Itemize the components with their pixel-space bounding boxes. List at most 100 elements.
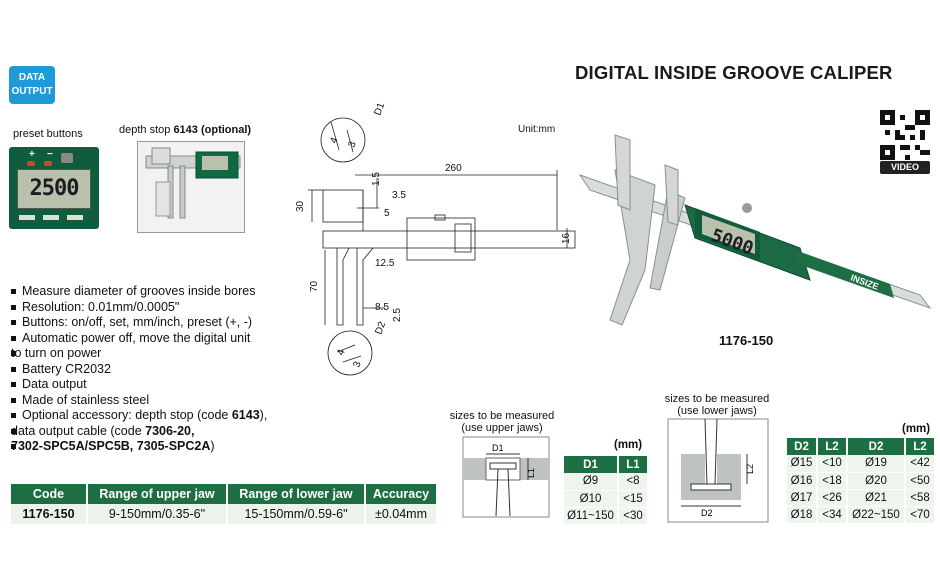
table-row: 1176-150 9-150mm/0.35-6" 15-150mm/0.59-6… <box>11 504 438 524</box>
table-cell: Ø15 <box>787 455 818 473</box>
lower-jaws-title-line1: sizes to be measured <box>664 393 770 405</box>
depth-stop-suffix: (optional) <box>197 124 252 136</box>
accessory-end: ) <box>210 439 215 453</box>
table-cell: Ø21 <box>847 489 906 507</box>
table-cell: <8 <box>618 473 649 491</box>
product-model-label: 1176-150 <box>719 333 774 348</box>
upper-mm-label: (mm) <box>614 439 643 451</box>
upper-jaws-title: sizes to be measured (use upper jaws) <box>443 410 561 434</box>
feature-item: Resolution: 0.01mm/0.0005" <box>11 300 267 316</box>
caliper-product-photo: 5000 INSIZE <box>578 134 932 326</box>
badge-line1: DATA <box>18 72 46 83</box>
table-cell: <15 <box>618 490 649 508</box>
spec-cell-lower-jaw: 15-150mm/0.59-6" <box>227 504 366 524</box>
dim-d1-label: D1 <box>372 101 387 117</box>
lower-header-d2: D2 <box>847 438 906 455</box>
dim-3-5-label: 3.5 <box>392 190 406 201</box>
spec-cell-accuracy: ±0.04mm <box>365 504 438 524</box>
badge-line2: OUTPUT <box>11 86 53 97</box>
lower-d2-label: D2 <box>701 508 713 518</box>
lower-jaws-diagram: D2 L2 <box>667 418 769 523</box>
table-cell: Ø17 <box>787 489 818 507</box>
table-cell: <42 <box>905 455 936 473</box>
table-row: Ø9<8 <box>564 473 649 491</box>
table-cell: Ø22~150 <box>847 506 906 524</box>
accessory-line2-prefix: data output cable (code <box>11 423 146 438</box>
upper-header-d1: D1 <box>564 456 619 473</box>
table-cell: Ø9 <box>564 473 619 491</box>
preset-plus-button <box>27 161 35 166</box>
unit-label: Unit:mm <box>518 124 556 135</box>
page-title: DIGITAL INSIDE GROOVE CALIPER <box>575 62 893 83</box>
preset-lcd-value: 2500 <box>17 169 91 209</box>
feature-item: Data output <box>11 377 267 393</box>
feature-item: Automatic power off, move the digital un… <box>11 331 267 347</box>
feature-item-continuation: data output cable (code 7306-20, <box>11 424 267 440</box>
dim-4-bottom-label: 4 <box>335 348 347 357</box>
dim-2-5-label: 2.5 <box>392 308 403 322</box>
dim-d2-label: D2 <box>373 320 388 336</box>
dim-1-5-label: 1.5 <box>371 172 382 186</box>
table-cell: Ø18 <box>787 506 818 524</box>
table-cell: <34 <box>817 506 848 524</box>
table-cell: <50 <box>905 472 936 490</box>
qr-code-icon <box>880 110 930 160</box>
dim-70-label: 70 <box>309 280 320 292</box>
dim-3-top-label: 3 <box>346 140 358 149</box>
depth-stop-illustration <box>145 147 241 219</box>
spec-header-code: Code <box>11 484 88 504</box>
upper-jaws-diagram: D1 L1 <box>462 436 550 518</box>
spec-header-lower-jaw: Range of lower jaw <box>227 484 366 504</box>
dim-5-label: 5 <box>384 208 390 219</box>
dim-4-top-label: 4 <box>328 136 340 145</box>
accessory-code-depth-stop: 6143 <box>231 408 260 422</box>
table-cell: <18 <box>817 472 848 490</box>
upper-d1-label: D1 <box>492 443 504 453</box>
table-cell: Ø10 <box>564 490 619 508</box>
dim-30-label: 30 <box>295 200 306 212</box>
dim-8-5-label: 8.5 <box>375 302 389 313</box>
upper-l1-label: L1 <box>526 468 536 478</box>
lower-header-l2: L2 <box>905 438 936 455</box>
depth-stop-code: 6143 <box>173 124 198 136</box>
preset-display-photo: + − 2500 <box>9 147 99 229</box>
spec-cell-upper-jaw: 9-150mm/0.35-6" <box>87 504 228 524</box>
upper-jaws-title-line1: sizes to be measured <box>449 410 555 422</box>
accessory-code-cable: 7306-20, <box>145 423 195 438</box>
lcd-button-icon <box>19 215 35 220</box>
spec-header-upper-jaw: Range of upper jaw <box>87 484 228 504</box>
lower-header-d2: D2 <box>787 438 818 455</box>
table-cell: <58 <box>905 489 936 507</box>
table-cell: <10 <box>817 455 848 473</box>
lower-jaws-title: sizes to be measured (use lower jaws) <box>656 393 778 417</box>
feature-item-continuation: 7302-SPC5A/SPC5B, 7305-SPC2A) <box>11 439 267 455</box>
table-row: Ø11~150<30 <box>564 507 649 525</box>
lower-l2-label: L2 <box>745 464 755 474</box>
clamp-screw-icon <box>61 153 73 163</box>
table-cell: Ø11~150 <box>564 507 619 525</box>
feature-item-accessory: Optional accessory: depth stop (code 614… <box>11 408 267 424</box>
upper-header-l1: L1 <box>618 456 649 473</box>
lcd-button-icon <box>43 215 59 220</box>
accessory-mid: ), <box>259 408 268 422</box>
spec-cell-code: 1176-150 <box>11 504 88 524</box>
upper-jaws-table: D1 L1 Ø9<8 Ø10<15 Ø11~150<30 <box>564 456 649 525</box>
feature-list: Measure diameter of grooves inside bores… <box>11 284 267 455</box>
dim-3-bottom-label: 3 <box>351 360 363 369</box>
depth-stop-prefix: depth stop <box>119 124 174 136</box>
feature-item: Battery CR2032 <box>11 362 267 378</box>
feature-item-continuation: to turn on power <box>11 346 267 362</box>
qr-code[interactable] <box>880 110 930 160</box>
table-cell: Ø20 <box>847 472 906 490</box>
video-label[interactable]: VIDEO <box>880 161 930 174</box>
table-cell: Ø19 <box>847 455 906 473</box>
lower-header-l2: L2 <box>817 438 848 455</box>
lcd-button-icon <box>67 215 83 220</box>
depth-stop-photo <box>137 141 245 233</box>
feature-item: Buttons: on/off, set, mm/inch, preset (+… <box>11 315 267 331</box>
feature-item: Measure diameter of grooves inside bores <box>11 284 267 300</box>
